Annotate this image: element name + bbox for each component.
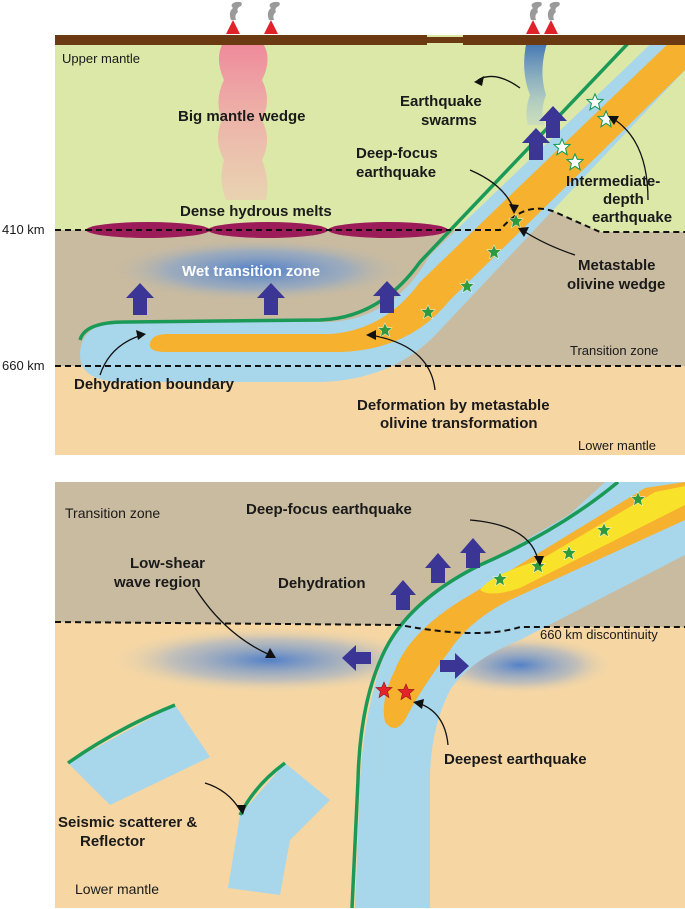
arrow-up-icon — [126, 283, 154, 315]
d410-label: 410 km — [2, 222, 45, 237]
subducting-slab-bottom — [380, 482, 685, 908]
volcano-icon — [526, 20, 540, 34]
slab-top-line-bottom — [350, 482, 620, 908]
callout-deformation — [369, 334, 436, 391]
volcano-icon — [544, 20, 558, 34]
transition-zone-label-top: Transition zone — [570, 343, 658, 358]
arrow-left-icon — [342, 645, 371, 671]
big-mantle-wedge-plume — [217, 45, 268, 200]
deep-focus-label-1: Deep-focus — [356, 145, 438, 162]
low-shear-region-left — [105, 626, 435, 694]
slab-body-left — [355, 482, 640, 908]
callout-low-shear — [194, 587, 271, 656]
upward-arrows-top — [126, 106, 567, 315]
scatterer-block-2 — [228, 763, 330, 895]
deformation-label-2: olivine transformation — [380, 415, 538, 432]
lower-mantle-label-bottom: Lower mantle — [75, 881, 159, 897]
arrow-up-icon — [539, 106, 567, 138]
scatterer-edge-1 — [66, 703, 176, 765]
arrow-up-icon — [373, 281, 401, 313]
d660-line-bottom — [55, 621, 685, 634]
arrow-up-icon — [460, 538, 486, 568]
scatterer-block-1 — [68, 705, 210, 805]
arrows-bottom — [342, 538, 486, 679]
callout-intermediate — [611, 117, 649, 201]
arrow-up-icon — [522, 128, 550, 160]
metastable-core — [480, 486, 685, 594]
earthquake-swarms-label-1: Earthquake — [400, 93, 482, 110]
d660-label: 660 km — [2, 358, 45, 373]
big-mantle-wedge-label: Big mantle wedge — [178, 108, 306, 125]
intermediate-label-3: earthquake — [592, 209, 672, 226]
dehydration-label: Dehydration — [278, 575, 366, 592]
intermediate-label-1: Intermediate- — [566, 173, 660, 190]
slab-top-line — [78, 35, 638, 341]
earthquake-swarms-label-2: swarms — [421, 112, 477, 129]
dense-hydrous-melts-label: Dense hydrous melts — [180, 203, 332, 220]
deep-focus-label-bottom: Deep-focus earthquake — [246, 501, 412, 518]
d410-line — [55, 207, 685, 233]
low-shear-label-1: Low-shear — [130, 555, 205, 572]
crust-right — [463, 35, 685, 45]
crust-gap — [427, 37, 463, 43]
deformation-label-1: Deformation by metastable — [357, 397, 550, 414]
metastable-olivine-wedge-top — [149, 40, 685, 352]
arrow-up-icon — [425, 553, 451, 583]
bottom-panel — [55, 482, 685, 908]
earthquake-swarm-plume — [524, 40, 548, 125]
scatterer-label-2: Reflector — [80, 833, 145, 850]
callout-deep-focus-bottom — [469, 519, 539, 561]
smoke-icon — [229, 1, 560, 20]
crust-left — [55, 35, 427, 45]
transition-zone-label-bottom: Transition zone — [65, 505, 160, 521]
arrow-up-icon — [390, 580, 416, 610]
dehydration-boundary-label: Dehydration boundary — [74, 376, 235, 393]
arrow-up-icon — [257, 283, 285, 315]
wet-transition-zone-blob — [108, 238, 408, 302]
volcano-icon — [226, 20, 240, 34]
top-panel — [55, 35, 685, 455]
volcanoes — [226, 1, 560, 34]
metastable-olivine-wedge-bottom — [383, 482, 685, 729]
intermediate-label-2: depth — [603, 191, 644, 208]
low-shear-label-2: wave region — [113, 574, 201, 591]
discontinuity-label: 660 km discontinuity — [540, 627, 658, 642]
metastable-wedge-label-1: Metastable — [578, 257, 656, 274]
upper-mantle-label: Upper mantle — [62, 51, 140, 66]
callout-heads-bottom — [236, 556, 544, 815]
volcano-icon — [264, 20, 278, 34]
scatterer-label-1: Seismic scatterer & — [58, 814, 197, 831]
deep-focus-label-2: earthquake — [356, 164, 436, 181]
deepest-earthquake-label: Deepest earthquake — [444, 751, 587, 768]
callout-heads-top — [136, 76, 619, 340]
callout-dehydration-boundary — [99, 334, 143, 376]
metastable-wedge-label-2: olivine wedge — [567, 276, 665, 293]
arrow-right-icon — [440, 653, 469, 679]
lower-mantle-label-top: Lower mantle — [578, 438, 656, 453]
wet-transition-zone-label: Wet transition zone — [182, 263, 320, 280]
